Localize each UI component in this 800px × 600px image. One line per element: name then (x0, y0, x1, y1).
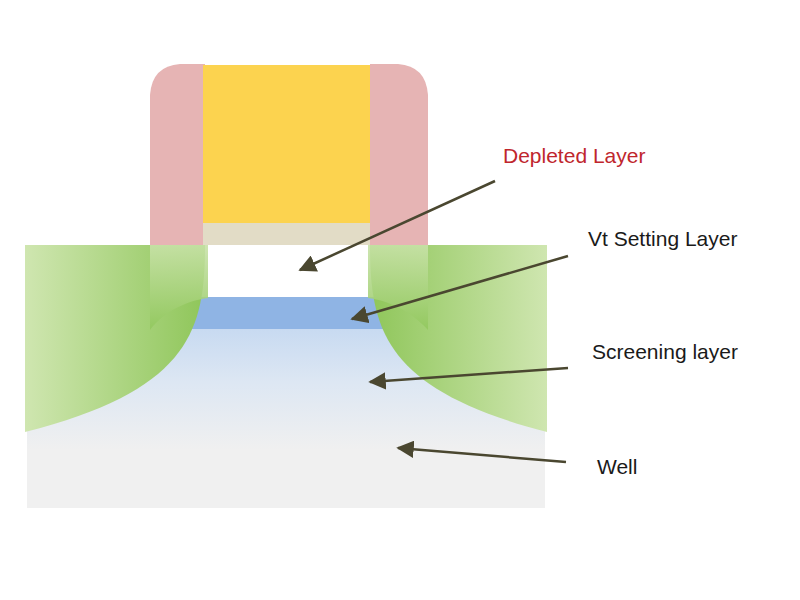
layer-label: Well (597, 454, 637, 479)
leader-line (352, 256, 568, 319)
leader-line (300, 181, 495, 270)
drain-extension (368, 245, 428, 330)
spacer-left (150, 64, 205, 245)
leader-line (398, 448, 566, 462)
leader-lines (300, 181, 568, 462)
source-extension (150, 245, 208, 330)
depleted-region (195, 245, 380, 297)
vt-setting-band (190, 297, 385, 329)
layer-label: Vt Setting Layer (588, 226, 737, 251)
layer-label: Depleted Layer (503, 143, 645, 168)
layer-label: Screening layer (592, 339, 738, 364)
gate-electrode (203, 65, 370, 223)
spacer-right (370, 64, 428, 245)
gate-oxide (203, 223, 370, 245)
leader-line (370, 368, 568, 382)
